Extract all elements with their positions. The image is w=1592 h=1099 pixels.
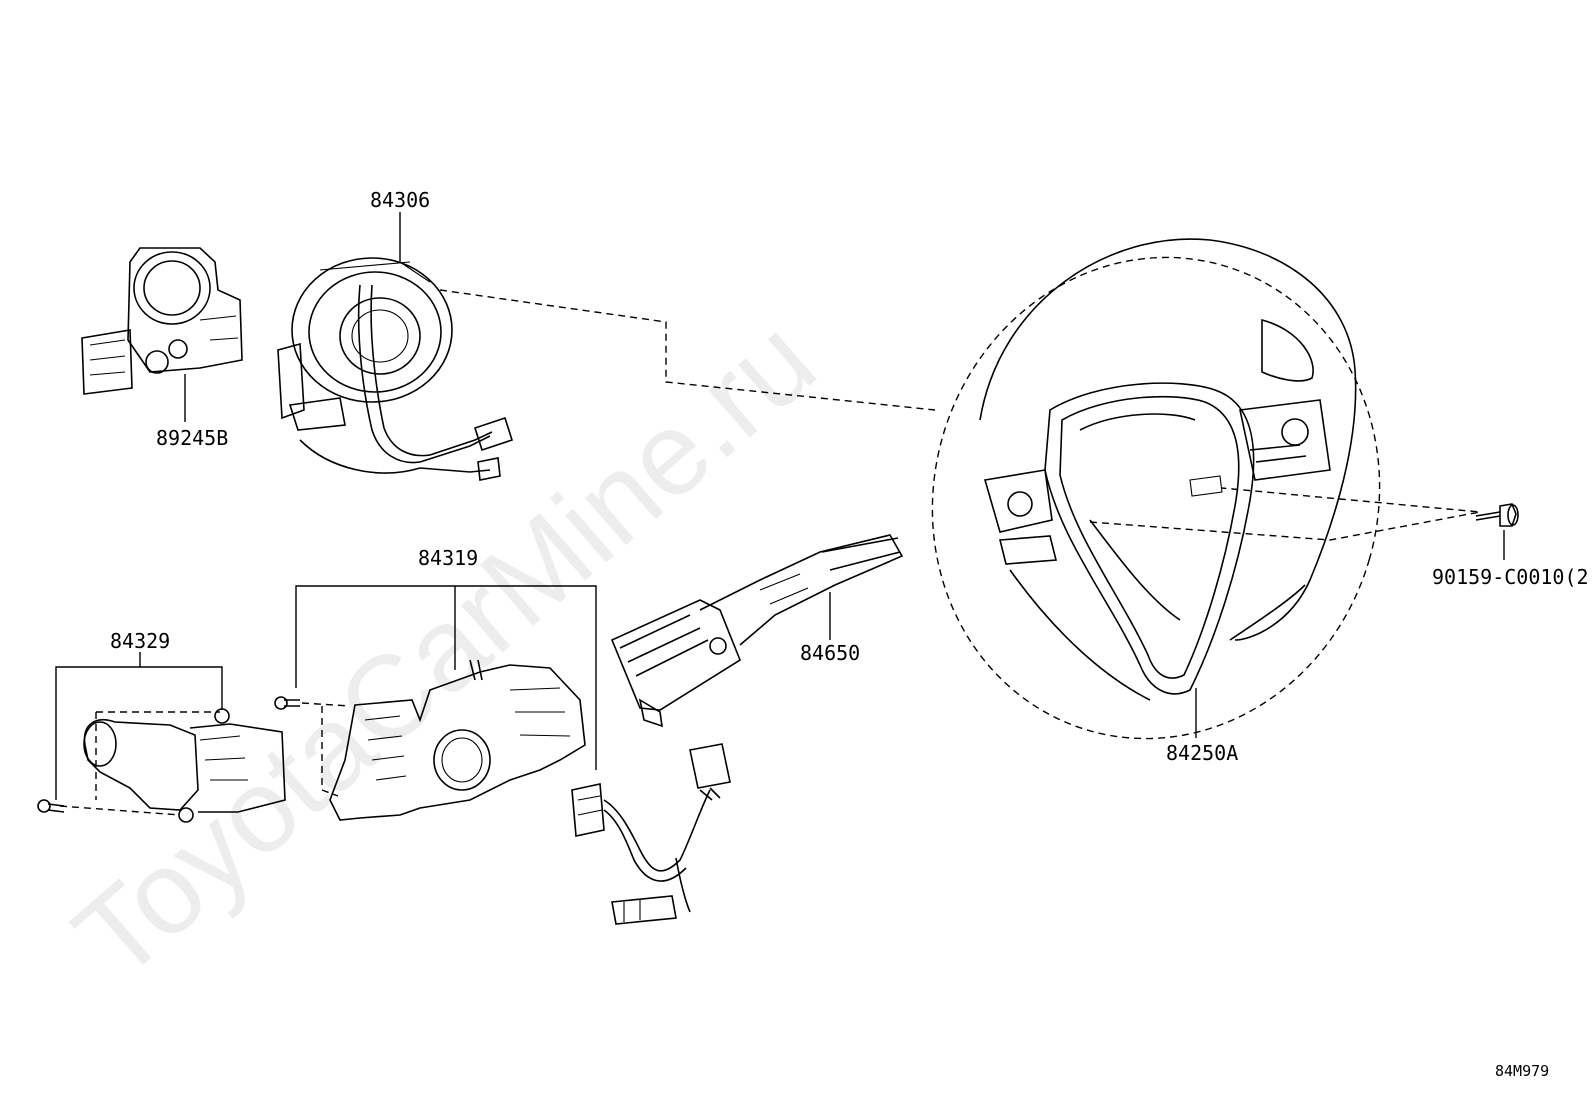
diagram-id: 84M979 [1495,1062,1549,1080]
assembly-line-screw [301,702,351,797]
turn-signal-screw [37,799,65,813]
part-label-84306: 84306 [370,188,430,212]
part-label-89245B: 89245B [156,426,228,450]
leader-84319 [295,585,597,770]
assembly-line-spiral-to-wheel [439,289,936,411]
wheel-bolt [1475,503,1519,527]
part-label-84650: 84650 [800,641,860,665]
switch-body-screw [274,696,300,710]
leader-84329 [55,652,223,800]
part-label-84329: 84329 [110,629,170,653]
assembly-line-wheel-bolts [1089,487,1481,541]
part-label-84319: 84319 [418,546,478,570]
assembly-line-84329 [59,711,220,816]
wire-harness [571,743,731,925]
part-label-90159: 90159-C0010(2) [1432,565,1592,589]
spiral-cable [277,257,514,481]
steering-wheel [931,238,1381,740]
turn-signal-switch [83,708,286,823]
wiper-switch [610,534,904,728]
part-label-84250A: 84250A [1166,741,1238,765]
combination-switch-body [329,659,586,821]
steering-angle-sensor [81,247,243,395]
